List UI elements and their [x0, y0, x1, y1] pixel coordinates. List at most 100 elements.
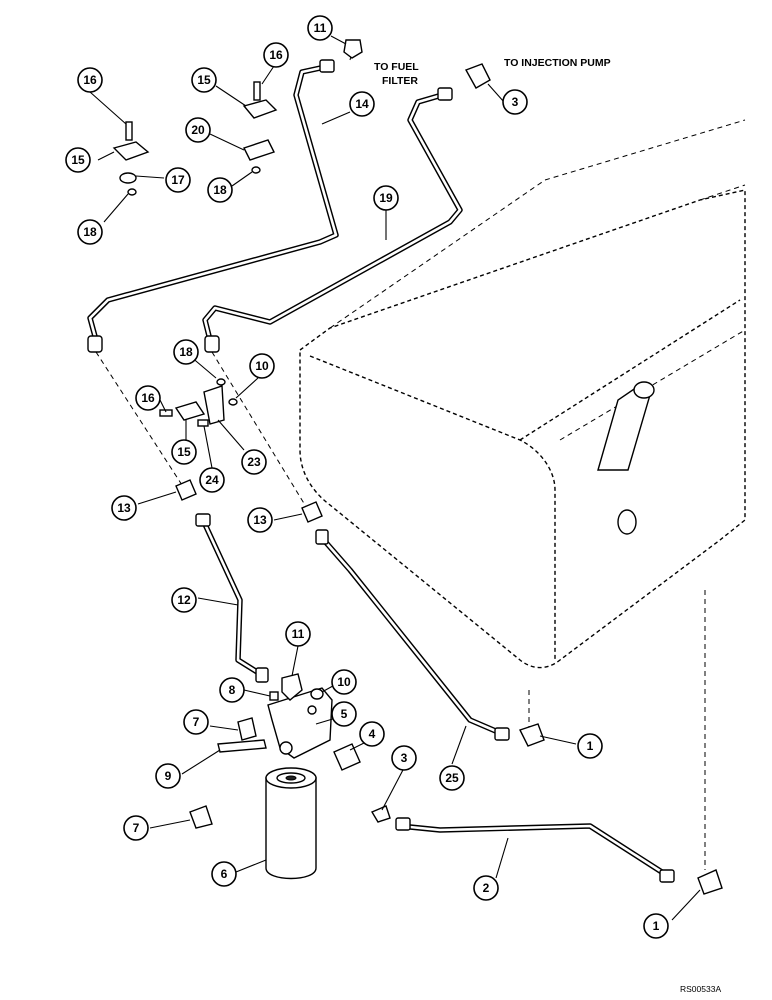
callout-number: 12	[177, 593, 191, 607]
callout-11: 11	[285, 621, 311, 647]
connector-3-top	[464, 63, 491, 89]
callout-7: 7	[183, 709, 209, 735]
bracket-23	[203, 385, 225, 425]
callout-number: 9	[165, 769, 172, 783]
bolt-9	[217, 739, 267, 753]
callout-number: 20	[191, 123, 205, 137]
fuel-filter-6	[265, 767, 317, 880]
callout-18: 18	[173, 339, 199, 365]
callout-number: 7	[133, 821, 140, 835]
plug-7-lower	[189, 805, 213, 829]
clamp-15-left	[112, 141, 150, 161]
callout-2: 2	[473, 875, 499, 901]
clamp-15-center	[174, 401, 206, 421]
callout-number: 15	[177, 445, 191, 459]
washer-17	[119, 172, 137, 184]
callout-13: 13	[247, 507, 273, 533]
callout-number: 16	[141, 391, 155, 405]
callout-25: 25	[439, 765, 465, 791]
bracket-20	[243, 139, 275, 161]
bolt-16-left	[125, 121, 133, 141]
screw-8	[269, 691, 279, 701]
callout-number: 23	[247, 455, 261, 469]
callout-number: 3	[401, 751, 408, 765]
callout-19: 19	[373, 185, 399, 211]
callout-number: 10	[337, 675, 351, 689]
label-to-injection-pump: TO INJECTION PUMP	[504, 57, 611, 69]
callout-number: 17	[171, 173, 185, 187]
elbow-fitting-11-top	[343, 39, 363, 59]
callout-number: 5	[341, 707, 348, 721]
callout-number: 11	[314, 21, 327, 35]
nut-10-lower	[310, 688, 324, 700]
callout-9: 9	[155, 763, 181, 789]
callout-18: 18	[207, 177, 233, 203]
fuel-tank	[299, 119, 746, 669]
callout-11: 11	[307, 15, 333, 41]
callout-number: 25	[445, 771, 459, 785]
callout-number: 18	[213, 183, 227, 197]
callout-5: 5	[331, 701, 357, 727]
bolt-16-mid	[253, 81, 261, 101]
figure-reference: RS00533A	[680, 984, 721, 994]
callout-number: 18	[179, 345, 193, 359]
callout-number: 16	[269, 48, 283, 62]
callout-15: 15	[171, 439, 197, 465]
label-to-fuel-filter-line1: TO FUEL	[374, 61, 419, 73]
callout-23: 23	[241, 449, 267, 475]
nut-18-center	[216, 378, 226, 386]
callout-number: 11	[292, 627, 305, 641]
callout-14: 14	[349, 91, 375, 117]
callout-4: 4	[359, 721, 385, 747]
callout-number: 1	[587, 739, 594, 753]
callout-number: 2	[483, 881, 490, 895]
callout-10: 10	[249, 353, 275, 379]
callout-number: 19	[379, 191, 393, 205]
callout-16: 16	[77, 67, 103, 93]
elbow-fitting-1-lower	[697, 869, 723, 895]
fuel-tube-25	[319, 535, 508, 738]
fuel-tube-14	[87, 64, 339, 343]
nut-18-mid	[251, 166, 261, 174]
nut-18-left	[127, 188, 137, 196]
screw-24	[197, 419, 209, 427]
callout-number: 13	[117, 501, 131, 515]
callout-7: 7	[123, 815, 149, 841]
callout-18: 18	[77, 219, 103, 245]
fuel-tube-19	[202, 92, 463, 343]
connector-4	[333, 743, 361, 771]
clamp-15-mid	[242, 99, 278, 119]
callout-3: 3	[391, 745, 417, 771]
callout-number: 18	[83, 225, 97, 239]
callout-12: 12	[171, 587, 197, 613]
callout-number: 16	[83, 73, 97, 87]
callout-3: 3	[502, 89, 528, 115]
callout-number: 15	[71, 153, 85, 167]
callout-number: 8	[229, 683, 236, 697]
filter-head-5	[267, 687, 333, 759]
elbow-fitting-11-lower	[281, 673, 303, 701]
nut-10-center	[228, 398, 238, 406]
callout-16: 16	[263, 42, 289, 68]
label-to-fuel-filter-line2: FILTER	[382, 75, 418, 87]
callout-number: 1	[653, 919, 660, 933]
callout-6: 6	[211, 861, 237, 887]
callout-number: 7	[193, 715, 200, 729]
tube-fittings	[87, 59, 675, 883]
callout-1: 1	[643, 913, 669, 939]
callout-24: 24	[199, 467, 225, 493]
elbow-fitting-1-mid	[519, 723, 545, 747]
fuel-tube-12	[200, 517, 265, 678]
callout-number: 13	[253, 513, 267, 527]
callout-16: 16	[135, 385, 161, 411]
callout-13: 13	[111, 495, 137, 521]
bolt-16-center	[159, 409, 173, 417]
callout-number: 6	[221, 867, 228, 881]
callout-17: 17	[165, 167, 191, 193]
callout-number: 15	[197, 73, 211, 87]
callout-15: 15	[65, 147, 91, 173]
callout-8: 8	[219, 677, 245, 703]
callout-number: 3	[512, 95, 519, 109]
